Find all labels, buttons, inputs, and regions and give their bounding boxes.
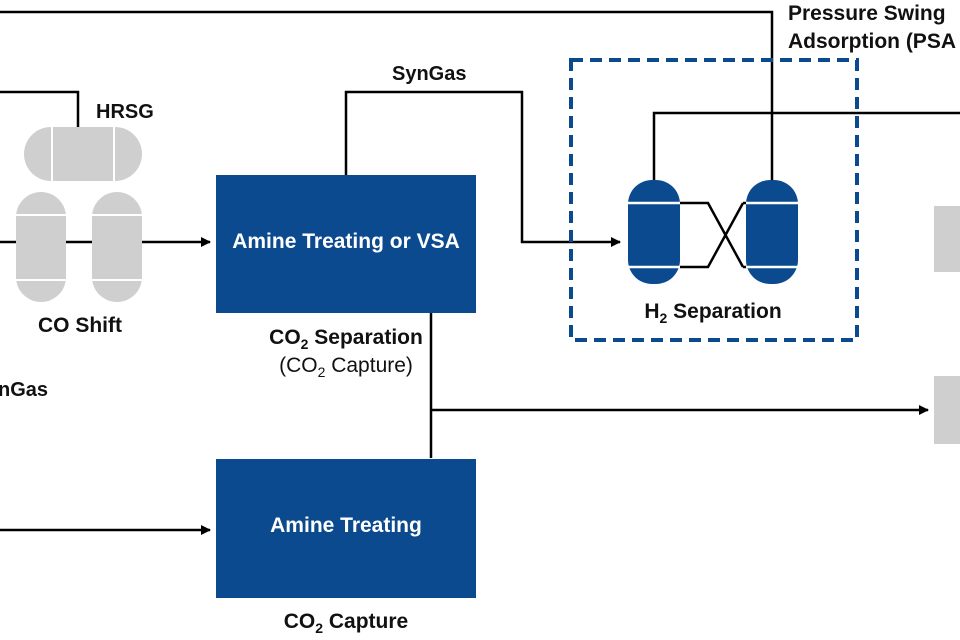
syngas-label: SynGas [392, 63, 466, 85]
co2-capture-paren-label: (CO2 Capture) [279, 354, 413, 380]
psa-column-icon [628, 180, 798, 284]
co2-capture-label: CO2 Capture [284, 610, 408, 636]
psa-cross-b [680, 202, 745, 269]
psa-label-line1: Pressure Swing [788, 2, 946, 25]
psa-product-line [652, 111, 960, 184]
psa-cross-a [680, 201, 745, 268]
top-feed-line [0, 10, 774, 184]
right-equipment-upper [934, 206, 960, 272]
amine-treating-label: Amine Treating [270, 514, 422, 537]
hrsg-inlet-line [0, 90, 80, 128]
psa-label-line2: Adsorption (PSA [788, 30, 956, 53]
connection-lines [0, 10, 960, 535]
amine-treating-box[interactable]: Amine Treating [216, 459, 476, 598]
amine-vsa-box[interactable]: Amine Treating or VSA [216, 175, 476, 313]
hrsg-label: HRSG [96, 101, 154, 123]
psa-dashed-border [569, 58, 859, 342]
co2-separation-label: CO2 Separation [269, 326, 423, 352]
syngas-line [344, 90, 621, 247]
h2-separation-label: H2 Separation [644, 300, 781, 326]
co-shift-label: CO Shift [38, 314, 122, 337]
co-shift-reactor-icon [16, 192, 142, 302]
right-equipment-lower [934, 376, 960, 444]
amine-vsa-label: Amine Treating or VSA [232, 230, 460, 253]
syngas-left-label: nGas [0, 379, 48, 401]
hrsg-vessel-icon [24, 127, 142, 181]
